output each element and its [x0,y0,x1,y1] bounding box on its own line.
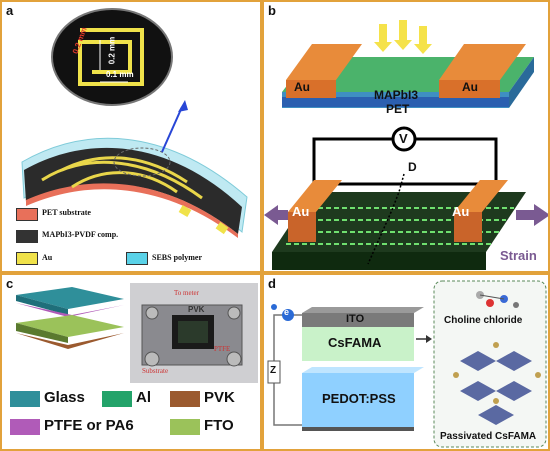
legend-swatch-glass [10,391,40,407]
bottom-au-left: Au [292,204,310,219]
legend-glass: Glass [44,389,85,406]
legend-swatch-mapbi3 [16,230,38,243]
panel-c-legend: Glass Al PVK PTFE or PA6 FTO [10,387,260,449]
panel-a: a 0.2 mm 0.2 mm 0.1 mm PET substrate [0,0,262,273]
top-substrate-label: PET [386,102,410,116]
voltmeter-symbol: V [399,131,408,146]
electron-symbol: e [284,307,290,317]
legend-pet: PET substrate [42,208,91,217]
legend-pvk: PVK [204,389,235,406]
top-au-right: Au [462,80,478,94]
layer-htl: PEDOT:PSS [322,391,396,406]
photo-label-substrate: Substrate [142,367,169,375]
inset-choline-label: Choline chloride [444,315,523,326]
inset-dim-horizontal: 0.1 mm [106,70,134,79]
legend-swatch-fto [170,419,200,435]
layer-absorber: CsFAMA [328,335,382,350]
panel-b-label: b [268,3,276,18]
legend-swatch-au [16,252,38,265]
top-layer-label: MAPbI3 [374,88,419,102]
legend-swatch-sebs [126,252,148,265]
device-stack-illustration [16,283,258,383]
legend-mapbi3: MAPbI3-PVDF comp. [42,230,119,239]
photo-label-ptfe: PTFE [214,345,231,353]
solar-cell-illustration [267,280,547,448]
panel-b: b [262,0,550,273]
panel-a-label: a [6,3,14,18]
legend-swatch-pet [16,208,38,221]
legend-al: Al [136,389,151,406]
top-au-left: Au [294,80,310,94]
legend-fto: FTO [204,417,234,434]
legend-sebs: SEBS polymer [152,253,203,262]
legend-swatch-ptfe [10,419,40,435]
distance-label: D [408,160,417,174]
legend-au: Au [42,253,53,262]
resistor-symbol: Z [270,365,277,376]
flexible-sensor-illustration [21,8,248,238]
photodetector-illustration [264,20,548,270]
bottom-au-right: Au [452,204,470,219]
photo-label-pvk: PVK [188,305,205,314]
legend-swatch-al [102,391,132,407]
panel-a-legend: PET substrate MAPbI3-PVDF comp. Au SEBS … [16,208,256,271]
panel-c: c To meter PVK PTFE Substrate Glass Al P… [0,273,262,451]
inset-dim-vertical: 0.2 mm [107,36,117,65]
panel-c-label: c [6,276,14,291]
inset-passivated-label: Passivated CsFAMA [440,431,537,442]
panel-d: d [262,273,550,451]
legend-ptfe: PTFE or PA6 [44,417,134,434]
panel-d-label: d [268,276,276,291]
photo-label-meter: To meter [174,289,199,297]
strain-label: Strain [500,248,537,263]
legend-swatch-pvk [170,391,200,407]
layer-ito: ITO [346,313,365,325]
